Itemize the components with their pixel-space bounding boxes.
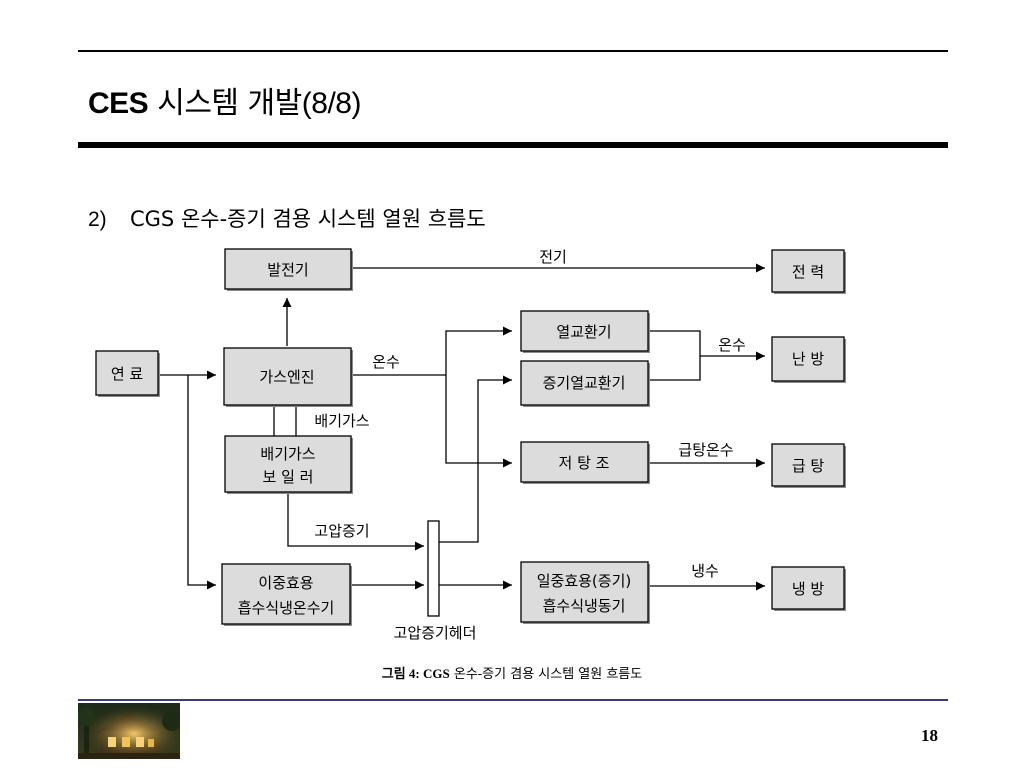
edge-fuel-to-double-effect <box>188 375 216 585</box>
node-heat-exchanger: 열교환기 <box>521 311 650 353</box>
node-steam-heat-exchanger-label: 증기열교환기 <box>543 374 626 392</box>
building-photo-image <box>78 703 180 759</box>
edge-header-to-steam-hx <box>438 380 512 542</box>
node-double-effect-chiller: 이중효용 흡수식냉온수기 <box>222 564 352 626</box>
caption-text: 온수-증기 겸용 시스템 열원 흐름도 <box>450 667 643 682</box>
steam-header-bar <box>428 521 439 616</box>
page-number: 18 <box>921 726 938 746</box>
node-storage-tank: 저 탕 조 <box>521 442 650 484</box>
label-high-pressure-steam: 고압증기 <box>314 522 369 540</box>
footer-rule <box>78 699 948 701</box>
label-electricity: 전기 <box>539 248 567 266</box>
node-heat-exchanger-label: 열교환기 <box>556 323 611 341</box>
node-hot-water-supply: 급 탕 <box>772 444 846 488</box>
label-supply-hot-water: 급탕온수 <box>678 441 733 459</box>
label-hot-water-heating: 온수 <box>718 336 746 354</box>
node-gas-engine: 가스엔진 <box>224 348 353 407</box>
node-heating: 난 방 <box>772 337 846 383</box>
label-chilled-water: 냉수 <box>691 562 719 580</box>
node-heating-label: 난 방 <box>792 350 825 368</box>
node-steam-heat-exchanger: 증기열교환기 <box>521 361 650 407</box>
node-double-effect-line1: 이중효용 <box>258 574 313 592</box>
node-single-effect-line1: 일중효용(증기) <box>537 572 632 590</box>
node-power: 전 력 <box>772 250 846 294</box>
node-storage-tank-label: 저 탕 조 <box>559 454 610 472</box>
node-cooling-label: 냉 방 <box>792 580 825 598</box>
node-exhaust-boiler-line1: 배기가스 <box>260 445 315 463</box>
node-exhaust-boiler: 배기가스 보 일 러 <box>225 436 353 494</box>
node-double-effect-line2: 흡수식냉온수기 <box>238 599 335 617</box>
edge-hotwater-to-heat-exchanger <box>446 331 512 375</box>
node-generator-label: 발전기 <box>267 261 308 279</box>
node-fuel: 연 료 <box>96 351 160 397</box>
caption-label: 그림 4: CGS <box>382 666 450 681</box>
edge-hotwater-to-storage <box>446 375 512 463</box>
node-fuel-label: 연 료 <box>111 365 144 383</box>
node-generator: 발전기 <box>225 249 353 291</box>
edges <box>160 268 765 586</box>
node-single-effect-line2: 흡수식냉동기 <box>543 597 626 615</box>
node-gas-engine-label: 가스엔진 <box>259 368 314 386</box>
node-exhaust-boiler-line2: 보 일 러 <box>263 468 314 486</box>
node-power-label: 전 력 <box>792 263 824 281</box>
node-hot-water-supply-label: 급 탕 <box>792 457 825 475</box>
label-exhaust-gas: 배기가스 <box>314 412 369 430</box>
figure-caption: 그림 4: CGS 온수-증기 겸용 시스템 열원 흐름도 <box>0 663 1024 682</box>
label-steam-header: 고압증기헤더 <box>394 624 477 642</box>
label-hot-water: 온수 <box>372 353 400 371</box>
edge-hx-merge <box>650 331 700 380</box>
node-cooling: 냉 방 <box>772 567 846 611</box>
node-single-effect-chiller: 일중효용(증기) 흡수식냉동기 <box>521 562 650 624</box>
